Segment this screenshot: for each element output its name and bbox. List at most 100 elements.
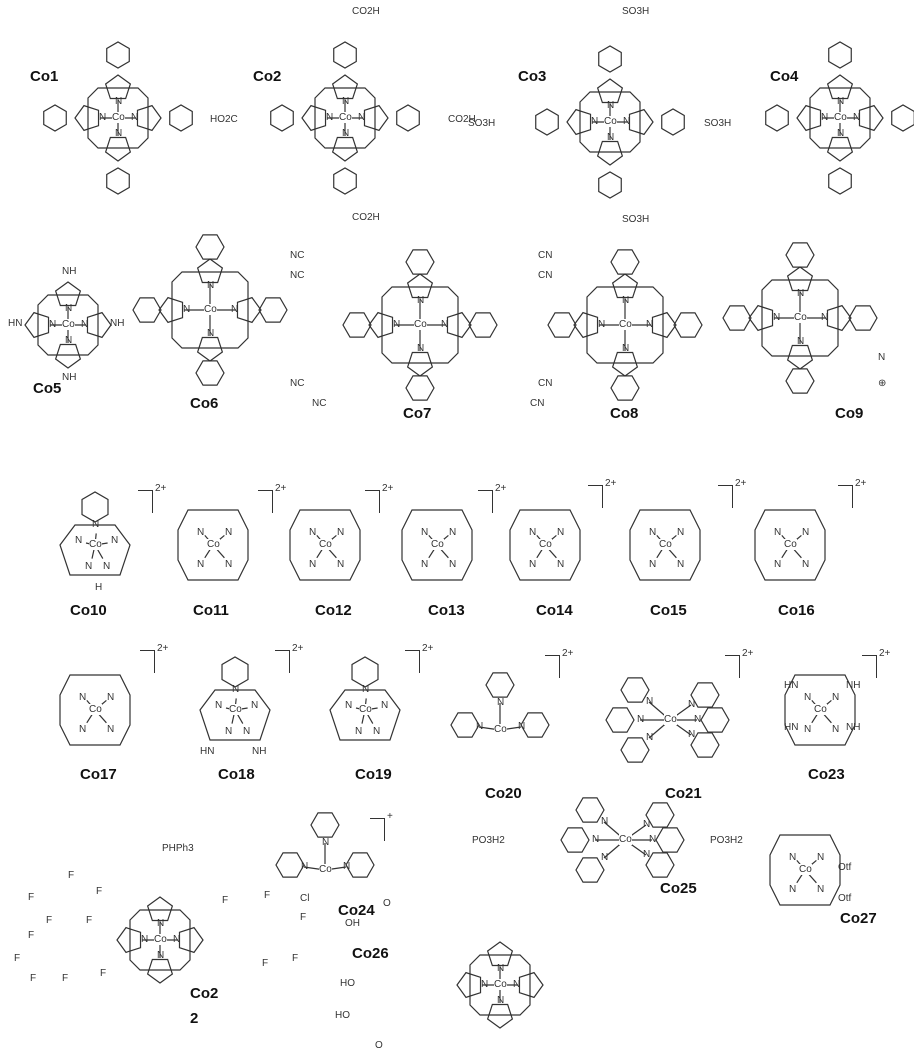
compound-label-co13: Co13	[428, 602, 465, 619]
nitrogen-atom-label: N	[393, 319, 401, 330]
pyrrole-ring	[136, 104, 162, 132]
nitrogen-atom-label: N	[243, 726, 251, 737]
macrocycle-ring	[329, 689, 401, 741]
macrocycle-frame	[37, 294, 99, 356]
nitrogen-atom-label: N	[817, 884, 825, 895]
substituent-label: SO3H	[622, 6, 650, 17]
nitrogen-atom-label: N	[623, 116, 631, 127]
substituent-label: CN	[538, 378, 553, 389]
substituent-label: F	[86, 915, 93, 926]
nitrogen-atom-label: N	[649, 834, 657, 845]
nitrogen-atom-label: N	[131, 112, 139, 123]
pyridine-ring	[275, 852, 305, 878]
benzo-ring	[195, 360, 225, 386]
charge-bracket: 2+	[838, 478, 866, 508]
pyrrole-ring	[331, 136, 359, 162]
nitrogen-atom-label: N	[337, 527, 345, 538]
pyrrole-ring	[566, 108, 592, 136]
cobalt-atom-label: Co	[619, 834, 632, 845]
substituent-label: NC	[290, 250, 305, 261]
cobalt-atom-label: Co	[539, 539, 552, 550]
pyridine-ring	[345, 852, 375, 878]
pyrrole-ring	[116, 926, 142, 954]
compound-label-co27: Co27	[840, 910, 877, 927]
nitrogen-atom-label: N	[853, 112, 861, 123]
pyridine-ring	[645, 852, 675, 878]
nitrogen-atom-label: N	[421, 527, 429, 538]
charge-label: 2+	[742, 648, 754, 659]
nitrogen-atom-label: N	[694, 714, 702, 725]
charge-label: 2+	[562, 648, 574, 659]
macrocycle-frame	[87, 87, 149, 149]
nitrogen-atom-label: N	[622, 295, 630, 306]
cobalt-atom-label: Co	[664, 714, 677, 725]
nitrogen-atom-label: N	[342, 96, 350, 107]
compound-label-co23: Co23	[808, 766, 845, 783]
compound-label-co9: Co9	[835, 405, 864, 422]
nitrogen-atom-label: N	[65, 303, 73, 314]
compound-label-co10: Co10	[70, 602, 107, 619]
pyrrole-ring	[748, 304, 774, 332]
nitrogen-atom-label: N	[688, 729, 696, 740]
charge-label: 2+	[605, 478, 617, 489]
substituent-label: CN	[538, 270, 553, 281]
nitrogen-atom-label: N	[802, 559, 810, 570]
nitrogen-atom-label: N	[449, 527, 457, 538]
pyrrole-ring	[196, 336, 224, 362]
pyrrole-ring	[596, 140, 624, 166]
pyrrole-ring	[611, 273, 639, 299]
pyrrole-ring	[518, 971, 544, 999]
substituent-label: F	[62, 973, 69, 984]
cobalt-atom-label: Co	[154, 934, 167, 945]
nitrogen-atom-label: N	[797, 288, 805, 299]
nitrogen-atom-label: N	[832, 724, 840, 735]
charge-bracket: 2+	[478, 483, 506, 513]
substituent-label: Otf	[838, 862, 852, 873]
cobalt-atom-label: Co	[89, 539, 102, 550]
compound-label-co26: Co26	[352, 945, 389, 962]
cobalt-atom-label: Co	[339, 112, 352, 123]
nitrogen-atom-label: N	[649, 527, 657, 538]
phenyl-ring	[535, 108, 559, 136]
nitrogen-atom-label: N	[225, 559, 233, 570]
nitrogen-atom-label: N	[789, 852, 797, 863]
charge-label: 2+	[155, 483, 167, 494]
charge-label: 2+	[382, 483, 394, 494]
nitrogen-atom-label: N	[481, 979, 489, 990]
phenyl-ring	[661, 108, 685, 136]
cobalt-atom-label: Co	[431, 539, 444, 550]
charge-label: 2+	[422, 643, 434, 654]
cobalt-atom-label: Co	[359, 704, 372, 715]
compound-label-co25: Co25	[660, 880, 697, 897]
cobalt-atom-label: Co	[494, 724, 507, 735]
macrocycle-frame	[579, 91, 641, 153]
substituent-label: SO3H	[468, 118, 496, 129]
pyrrole-ring	[331, 74, 359, 100]
charge-label: 2+	[292, 643, 304, 654]
substituent-label: HN	[784, 680, 799, 691]
substituent-label: ⊕	[878, 378, 887, 389]
substituent-label: NC	[290, 378, 305, 389]
nitrogen-atom-label: N	[421, 559, 429, 570]
charge-label: 2+	[879, 648, 891, 659]
compound-label-co6: Co6	[190, 395, 219, 412]
charge-bracket: 2+	[140, 643, 168, 673]
macrocycle-frame	[586, 286, 664, 364]
cobalt-atom-label: Co	[89, 704, 102, 715]
nitrogen-atom-label: N	[797, 336, 805, 347]
compound-label-co11: Co11	[193, 602, 229, 619]
cobalt-atom-label: Co	[494, 979, 507, 990]
benzo-ring	[610, 375, 640, 401]
nitrogen-atom-label: N	[591, 116, 599, 127]
pyrrole-ring	[363, 104, 389, 132]
nitrogen-atom-label: N	[649, 559, 657, 570]
nitrogen-atom-label: N	[157, 950, 165, 961]
nitrogen-atom-label: N	[173, 934, 181, 945]
charge-bracket: 2+	[138, 483, 166, 513]
nitrogen-atom-label: N	[309, 527, 317, 538]
pyrrole-ring	[158, 296, 184, 324]
substituent-label: F	[68, 870, 75, 881]
nitrogen-atom-label: N	[251, 700, 259, 711]
substituent-label: F	[30, 973, 37, 984]
macrocycle-ring	[59, 674, 131, 746]
